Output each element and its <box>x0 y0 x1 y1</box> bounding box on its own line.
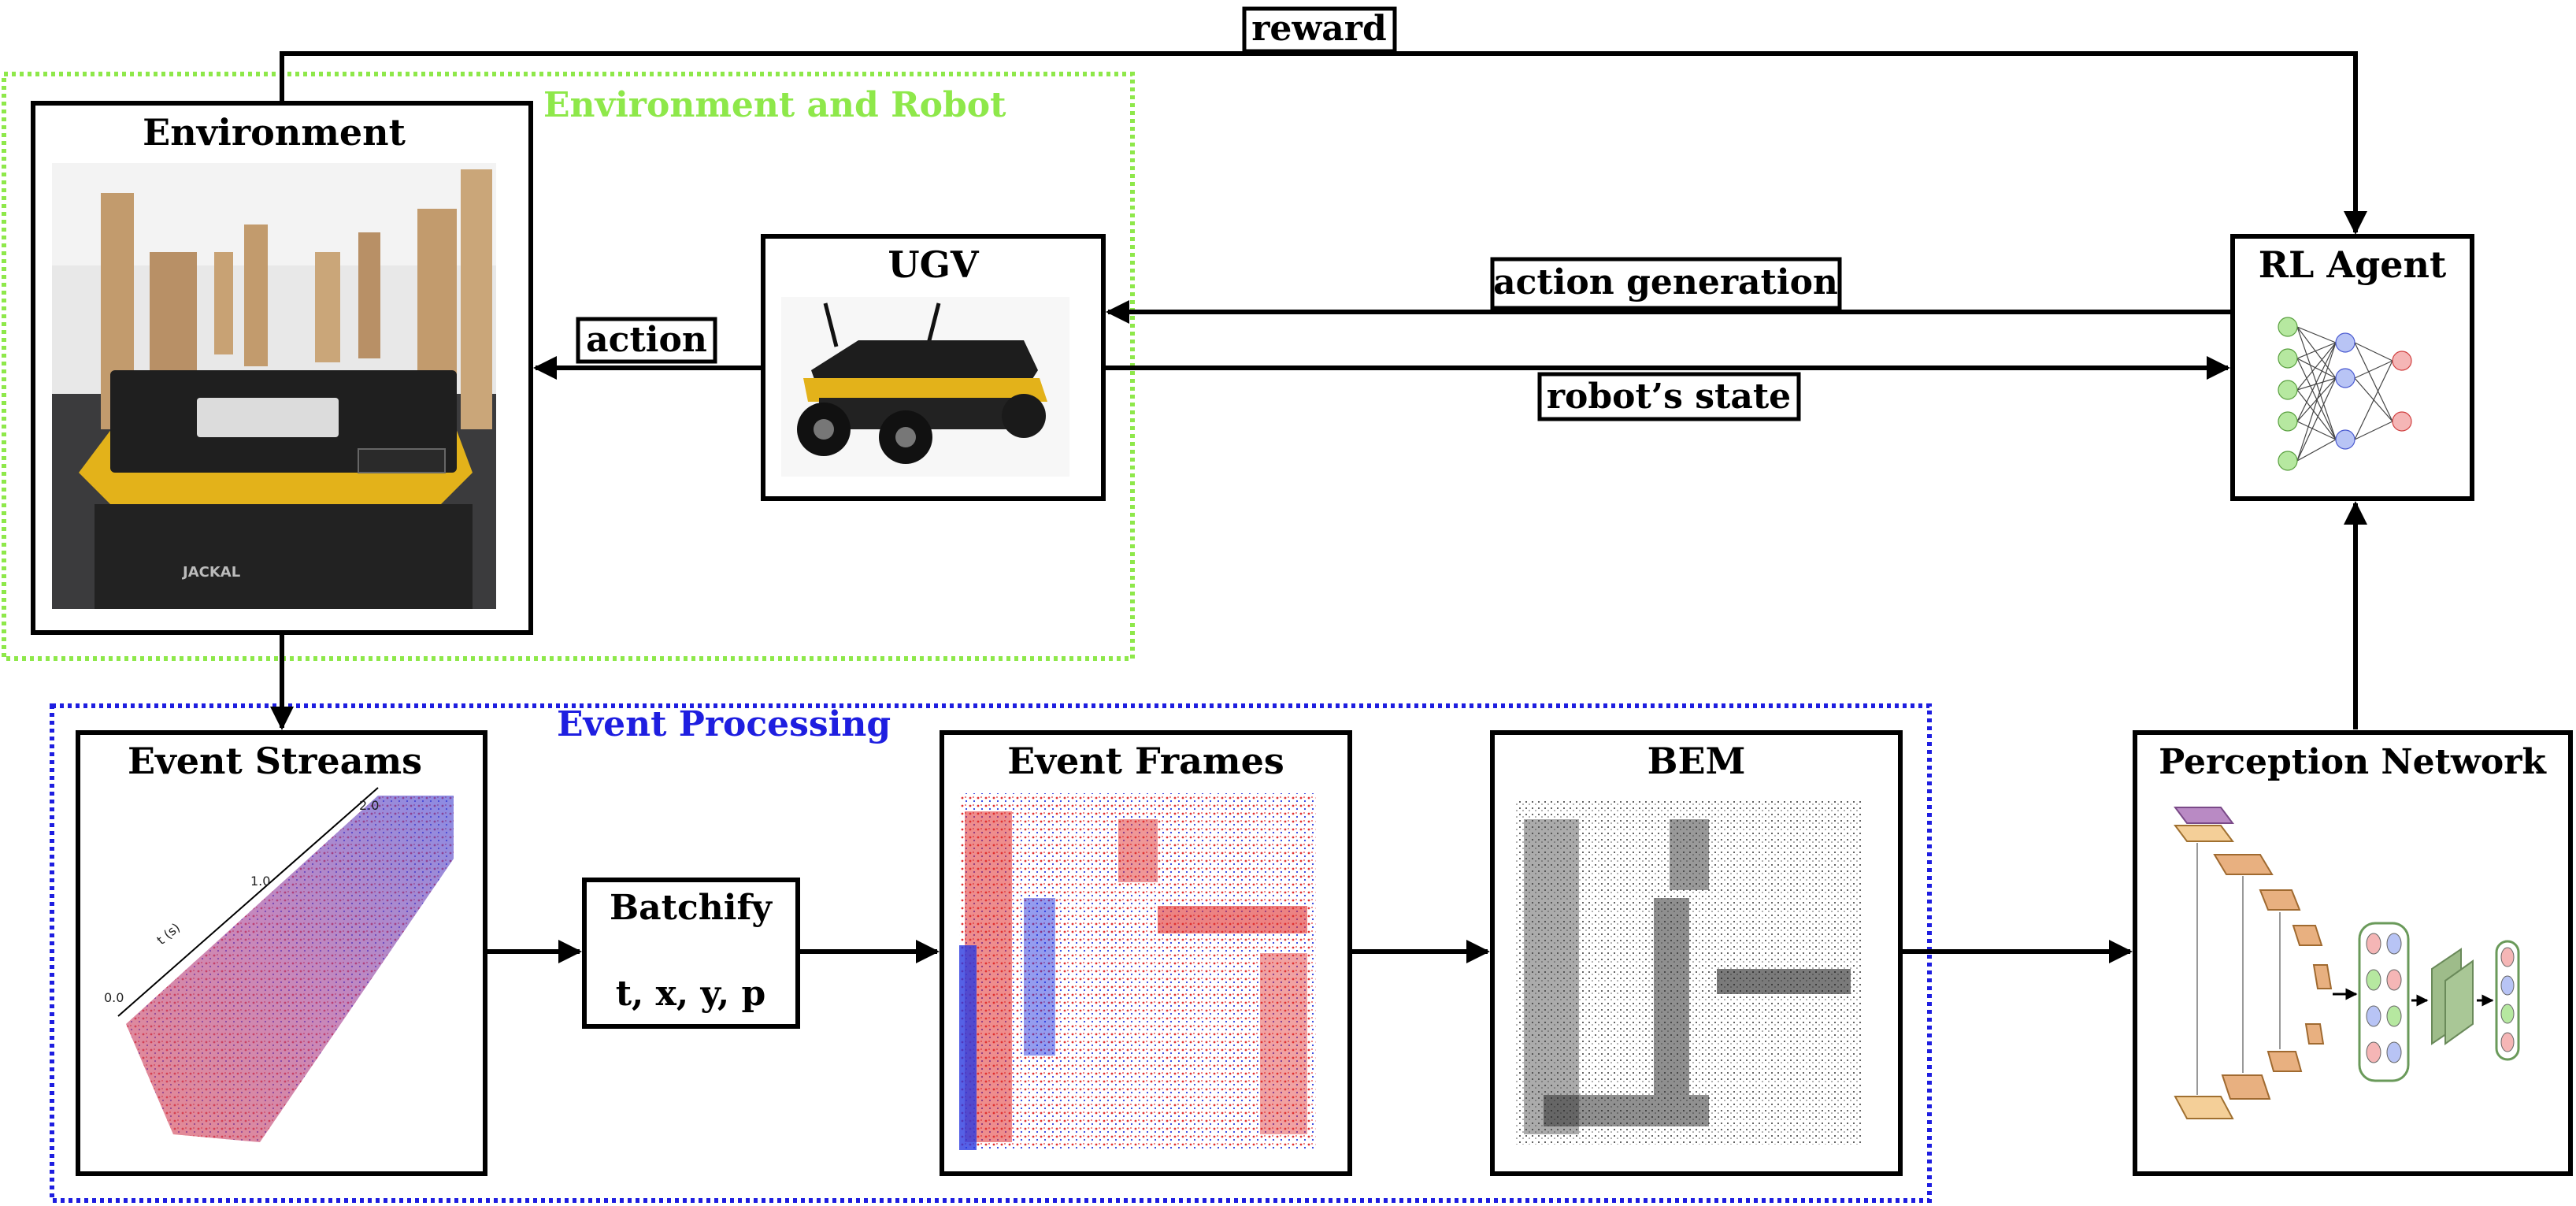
action-label-box <box>576 317 717 364</box>
ugv-title: UGV <box>888 243 979 286</box>
action-generation-label: action generation <box>1493 262 1838 302</box>
batchify-vars: t, x, y, p <box>616 974 766 1014</box>
event-streams-title: Event Streams <box>128 740 422 782</box>
tick-2: 2.0 <box>359 798 379 813</box>
robot-photo-icon: JACKAL <box>52 163 496 609</box>
action-generation-label-box <box>1490 257 1842 310</box>
unet-architecture-icon <box>2174 807 2520 1119</box>
event-frame-image-icon <box>959 793 1316 1151</box>
robots-state-label: robot’s state <box>1547 377 1791 417</box>
robots-state-label-box <box>1537 372 1801 421</box>
batchify-title: Batchify <box>610 888 773 928</box>
reward-label-box <box>1242 6 1397 54</box>
tick-1: 1.0 <box>250 874 270 889</box>
batchify-box <box>582 878 800 1029</box>
bem-title: BEM <box>1648 740 1746 782</box>
neural-network-icon <box>2278 317 2412 471</box>
action-label: action <box>586 320 707 360</box>
rl-agent-title: RL Agent <box>2259 243 2447 286</box>
rl-agent-box <box>2230 234 2474 501</box>
ugv-robot-icon <box>781 297 1069 477</box>
event-frames-title: Event Frames <box>1007 740 1284 782</box>
reward-edge <box>280 51 2367 235</box>
bem-image-icon <box>1514 800 1862 1145</box>
event-processing-group-label: Event Processing <box>557 704 891 744</box>
robot-brand-text: JACKAL <box>181 564 240 581</box>
perception-network-title: Perception Network <box>2159 742 2547 782</box>
reward-label: reward <box>1251 9 1387 49</box>
tick-0: 0.0 <box>104 990 124 1005</box>
env-robot-group-label: Environment and Robot <box>543 85 1006 125</box>
event-processing-group-frame <box>50 703 1932 1203</box>
environment-title: Environment <box>143 111 406 154</box>
